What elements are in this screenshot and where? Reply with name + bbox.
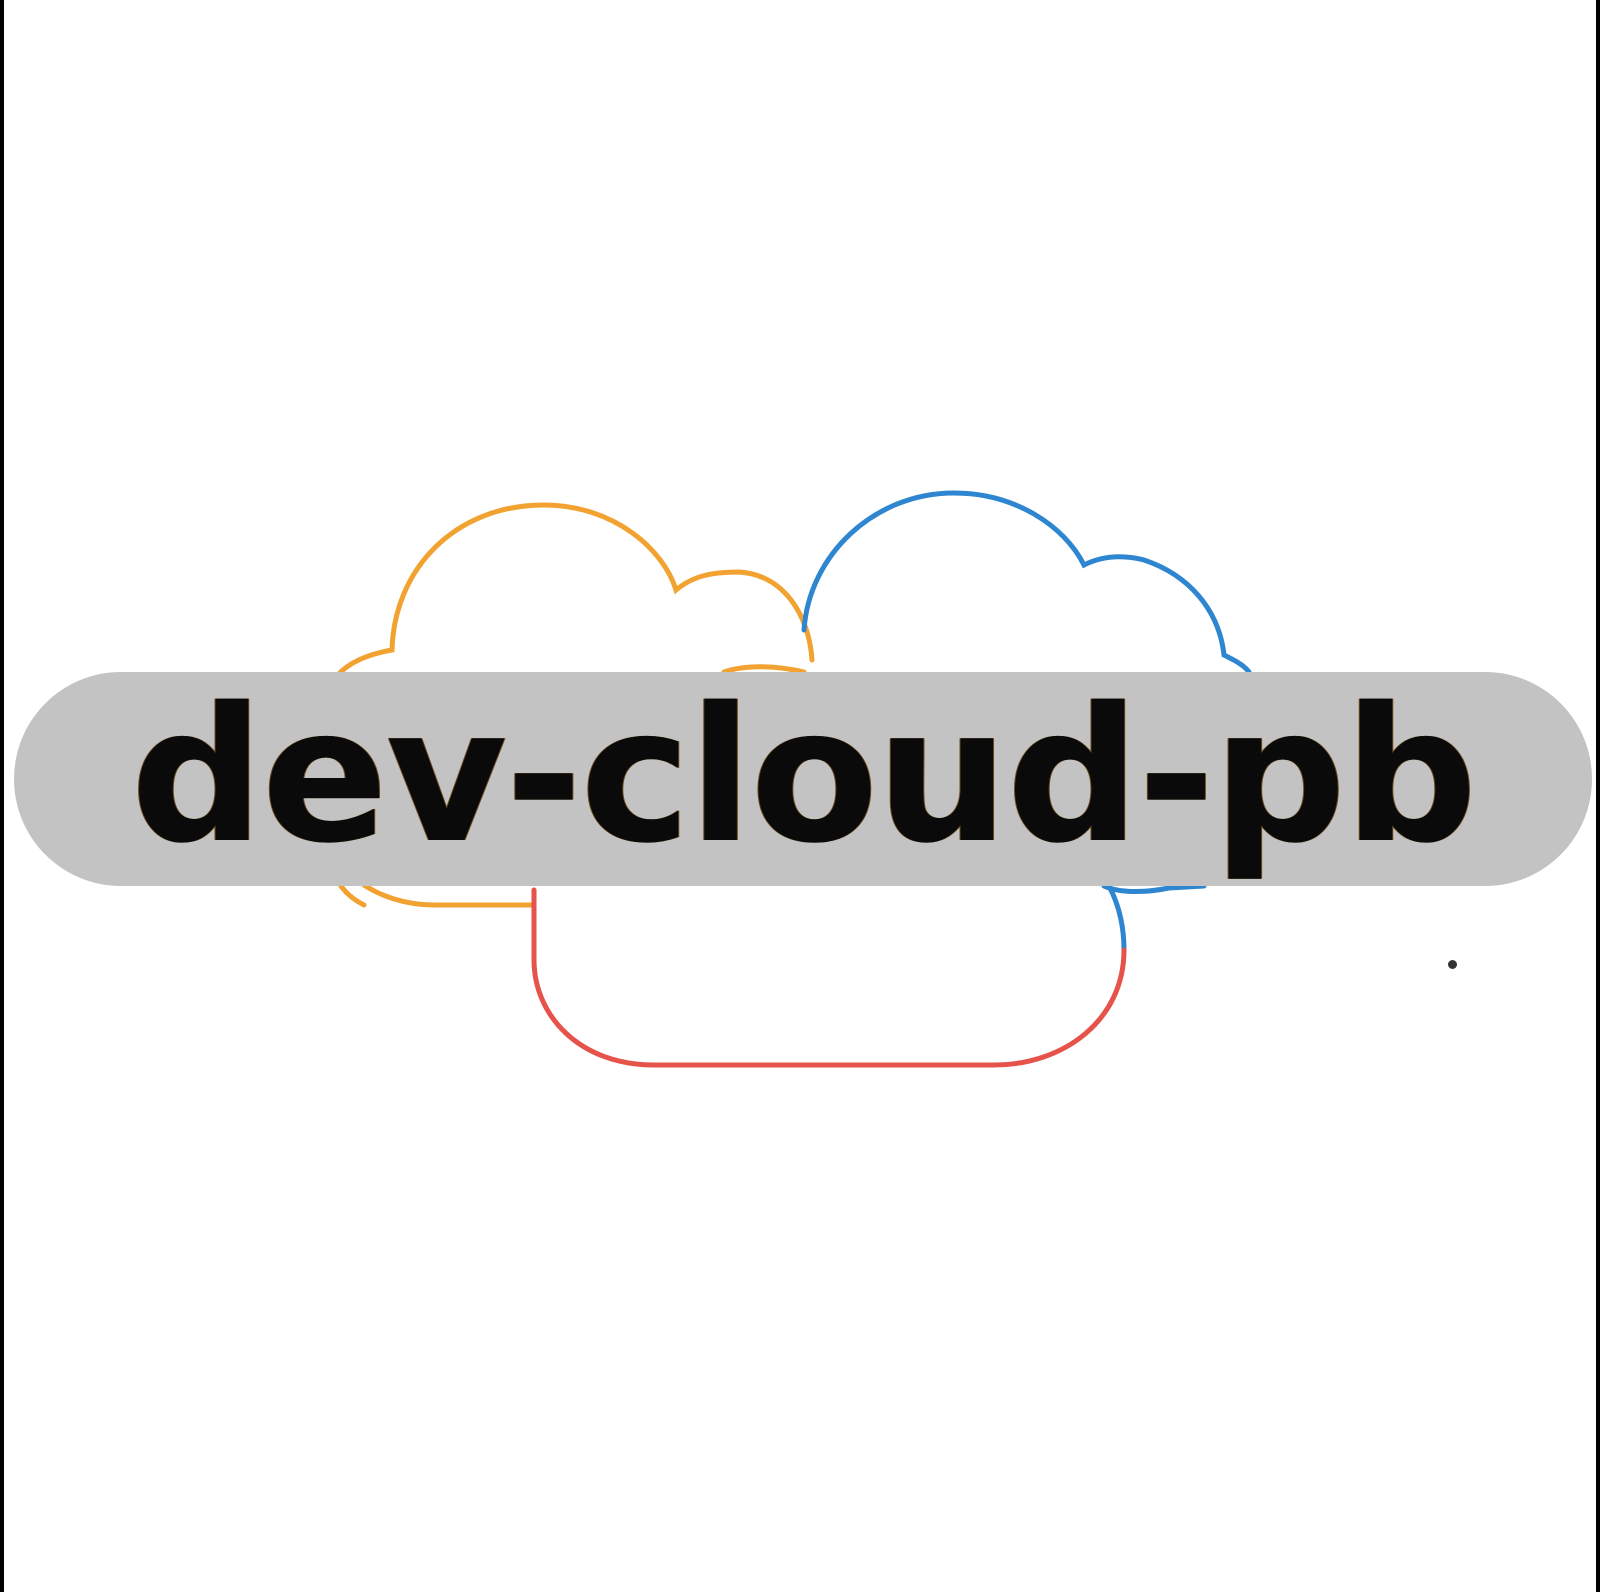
logo-wordmark: dev-cloud-pb — [130, 667, 1478, 884]
blue-cloud-outline-icon — [801, 490, 1252, 953]
logo-canvas: dev-cloud-pb — [4, 0, 1596, 1592]
red-cloud-outline-icon — [531, 887, 1127, 1068]
dot-artifact — [1448, 960, 1457, 969]
logo-banner: dev-cloud-pb — [14, 672, 1592, 886]
